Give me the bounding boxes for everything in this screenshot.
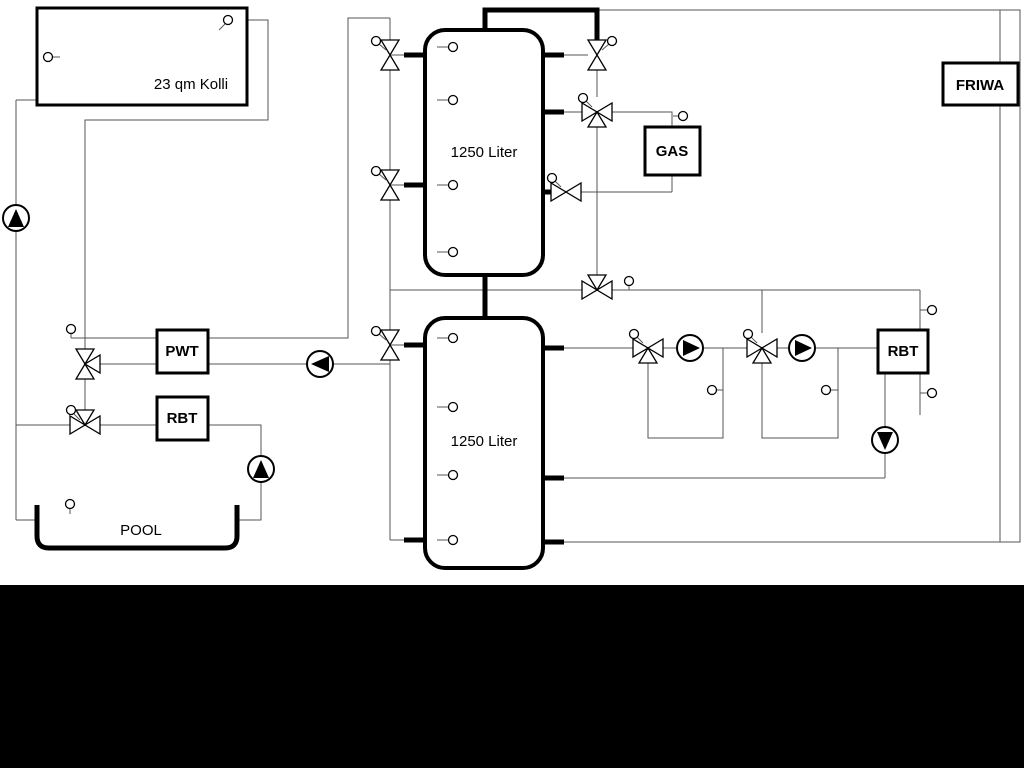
pipe-sensor-icon	[706, 384, 718, 396]
pump-arrow-right-icon	[795, 340, 812, 356]
tank1-mid-outlet-valve	[546, 172, 582, 203]
gas-label: GAS	[656, 143, 689, 160]
valve-actuator-icon	[606, 35, 618, 47]
buffer-tank-top-body	[423, 28, 545, 277]
tank1-sensor-icon	[447, 179, 459, 191]
valve-actuator-icon	[370, 165, 382, 177]
friwa-station: FRIWA	[941, 61, 1020, 107]
pool-basin	[34, 505, 240, 551]
pwt-unit: PWT	[155, 328, 210, 375]
rbt-left-unit: RBT	[155, 395, 210, 442]
heating-mixer-2	[742, 328, 778, 364]
solar-pump	[2, 204, 30, 232]
friwa-label: FRIWA	[956, 77, 1004, 94]
pipe-sensor-icon	[677, 110, 689, 122]
gas-box	[643, 125, 702, 177]
tank2-charge-valve	[370, 325, 401, 361]
tank1-sensor-icon	[447, 94, 459, 106]
pump-arrow-up-icon	[8, 209, 24, 227]
tank2-sensor-icon	[447, 469, 459, 481]
heating-circuit-pump-2	[788, 334, 816, 362]
collector-label: 23 qm Kolli	[154, 76, 228, 93]
valve-actuator-icon	[370, 35, 382, 47]
rbt-return-pump	[871, 426, 899, 454]
valve-actuator-icon	[546, 172, 558, 184]
pipe-sensor-icon	[820, 384, 832, 396]
tank1-sensor-icon	[447, 41, 459, 53]
pipe-sensor-icon	[65, 323, 77, 335]
letterbox-bottom	[0, 585, 1024, 768]
buffer-tank-top: 1250 Liter	[423, 28, 545, 277]
solar-collector: 23 qm Kolli	[35, 6, 249, 107]
pool: POOL	[34, 498, 240, 551]
pipe-sensor-icon	[623, 275, 635, 287]
gas-mixing-valve	[577, 92, 613, 128]
valve-actuator-icon	[742, 328, 754, 340]
friwa-box	[941, 61, 1020, 107]
buffer-tank-bottom: 1250 Liter	[423, 316, 545, 570]
pwt-label: PWT	[165, 343, 198, 360]
gas-boiler: GAS	[643, 125, 702, 177]
tank2-sensor-icon	[447, 332, 459, 344]
pool-pump	[247, 455, 275, 483]
gas-supply-sensor	[673, 110, 689, 122]
valve-actuator-icon	[370, 325, 382, 337]
valve-actuator-icon	[65, 404, 77, 416]
tank-bottom-label: 1250 Liter	[451, 433, 518, 450]
tank-top-label: 1250 Liter	[451, 144, 518, 161]
tank1-top-outlet-valve	[586, 35, 618, 71]
rbt-top-sensor	[920, 304, 938, 316]
collector-left-sensor-icon	[42, 51, 54, 63]
pool-mixing-valve	[65, 404, 101, 436]
tank2-sensor-icon	[447, 401, 459, 413]
rbt-left-label: RBT	[167, 410, 198, 427]
tank2-sensor-icon	[447, 534, 459, 546]
solar-collector-box	[35, 6, 249, 107]
pump-arrow-down-icon	[877, 432, 893, 450]
pool-sensor-icon	[64, 498, 76, 510]
tank1-mid-charge-valve	[370, 165, 401, 201]
pwt-charge-pump	[306, 350, 334, 378]
tank1-top-charge-valve	[370, 35, 401, 71]
valve-actuator-icon	[577, 92, 589, 104]
rbt-bottom-sensor	[920, 387, 938, 399]
tank1-sensor-icon	[447, 246, 459, 258]
pool-label: POOL	[120, 522, 162, 539]
heating-loop1-sensor	[706, 384, 723, 396]
pipe-sensor-icon	[926, 387, 938, 399]
rbt-left-box	[155, 395, 210, 442]
buffer-tank-bottom-body	[423, 316, 545, 570]
heating-mixer-1	[628, 328, 664, 364]
heating-circuit-pump-1	[676, 334, 704, 362]
rbt-right-label: RBT	[888, 343, 919, 360]
distribution-mixing-valve	[581, 274, 635, 301]
pwt-box	[155, 328, 210, 375]
solar-mixing-valve	[65, 323, 101, 380]
rbt-right-unit: RBT	[876, 328, 930, 375]
collector-top-sensor-icon	[222, 14, 234, 26]
pipe-sensor-icon	[926, 304, 938, 316]
pump-arrow-right-icon	[683, 340, 700, 356]
heating-loop2-sensor	[820, 384, 838, 396]
rbt-right-box	[876, 328, 930, 375]
pump-arrow-up-icon	[253, 460, 269, 478]
pump-arrow-left-icon	[311, 356, 329, 372]
valve-actuator-icon	[628, 328, 640, 340]
